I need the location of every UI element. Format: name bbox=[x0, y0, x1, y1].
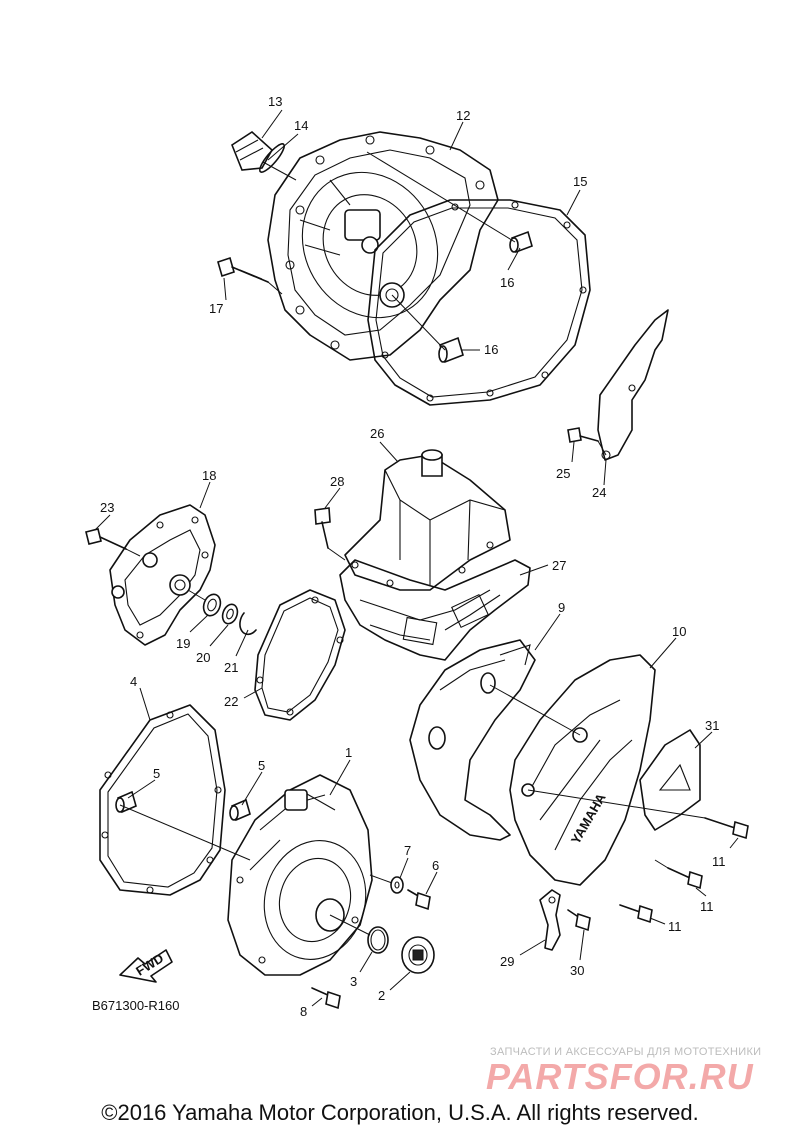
part-9-sprocket-cover-inner bbox=[409, 639, 536, 841]
callout-19: 19 bbox=[176, 636, 190, 651]
forward-arrow-icon: FWD bbox=[119, 949, 173, 983]
callout-4: 4 bbox=[130, 674, 137, 689]
callout-27: 27 bbox=[552, 558, 566, 573]
callout-26: 26 bbox=[370, 426, 384, 441]
copyright-footer: ©2016 Yamaha Motor Corporation, U.S.A. A… bbox=[101, 1100, 699, 1125]
callout-21: 21 bbox=[224, 660, 238, 675]
part-5-dowel-pin-left bbox=[115, 790, 137, 814]
part-31-guard-plate bbox=[639, 729, 701, 831]
callout-11-a: 11 bbox=[712, 854, 726, 869]
part-8-bolt bbox=[311, 987, 341, 1010]
callout-6: 6 bbox=[432, 858, 439, 873]
callout-18: 18 bbox=[202, 468, 216, 483]
part-2-plug bbox=[401, 936, 435, 974]
watermark-logo: PARTSFOR.RU bbox=[486, 1056, 754, 1097]
callout-1: 1 bbox=[345, 745, 352, 760]
callout-20: 20 bbox=[196, 650, 210, 665]
callout-14: 14 bbox=[294, 118, 308, 133]
part-15-clutch-cover-gasket bbox=[367, 199, 591, 406]
part-16-dowel-pin-upper bbox=[509, 230, 533, 254]
part-5-dowel-pin-right bbox=[229, 798, 251, 822]
callout-labels: 13 14 12 15 16 16 17 26 28 27 25 24 18 2… bbox=[94, 94, 739, 1019]
callout-22: 22 bbox=[224, 694, 238, 709]
part-24-bracket-plate bbox=[597, 309, 669, 461]
part-3-o-ring bbox=[367, 926, 389, 954]
fwd-label: FWD bbox=[133, 950, 166, 978]
part-14-o-ring bbox=[259, 143, 285, 173]
part-11-bolt-c bbox=[619, 904, 653, 924]
callout-2: 2 bbox=[378, 988, 385, 1003]
part-11-bolt-b bbox=[667, 867, 703, 890]
part-18-crankcase-cover bbox=[109, 504, 216, 646]
part-16-dowel-pin-lower bbox=[438, 336, 464, 364]
part-12-clutch-cover bbox=[267, 131, 499, 361]
callout-31: 31 bbox=[705, 718, 719, 733]
callout-30: 30 bbox=[570, 963, 584, 978]
callout-13: 13 bbox=[268, 94, 282, 109]
part-1-generator-cover bbox=[227, 774, 373, 976]
part-4-generator-cover-gasket bbox=[99, 704, 226, 896]
cover-yamaha-emblem: YAMAHA bbox=[568, 790, 609, 846]
callout-5-right: 5 bbox=[258, 758, 265, 773]
callout-16-lower: 16 bbox=[484, 342, 498, 357]
part-25-bolt bbox=[567, 427, 599, 443]
part-26-oil-pan-cover bbox=[344, 449, 511, 591]
callout-5-left: 5 bbox=[153, 766, 160, 781]
part-20-washer bbox=[221, 603, 239, 625]
part-27-oil-pan-gasket bbox=[339, 559, 531, 661]
callout-12: 12 bbox=[456, 108, 470, 123]
drawing-code: B671300-R160 bbox=[92, 998, 180, 1013]
callout-24: 24 bbox=[592, 485, 606, 500]
callout-7: 7 bbox=[404, 843, 411, 858]
part-10-sprocket-cover: YAMAHA bbox=[509, 654, 656, 886]
part-19-oil-seal bbox=[202, 593, 222, 617]
callout-15: 15 bbox=[573, 174, 587, 189]
callout-10: 10 bbox=[672, 624, 686, 639]
part-28-bolt bbox=[314, 507, 331, 549]
part-29-bracket bbox=[539, 889, 561, 951]
part-22-gasket bbox=[254, 589, 346, 721]
watermark-caption: ЗАПЧАСТИ И АКСЕССУАРЫ ДЛЯ МОТОТЕХНИКИ bbox=[490, 1046, 762, 1058]
callout-29: 29 bbox=[500, 954, 514, 969]
callout-9: 9 bbox=[558, 600, 565, 615]
callout-17: 17 bbox=[209, 301, 223, 316]
part-11-bolt-a bbox=[704, 817, 749, 840]
callout-3: 3 bbox=[350, 974, 357, 989]
part-6-bolt bbox=[407, 889, 431, 911]
callout-11-b: 11 bbox=[700, 899, 714, 914]
part-7-washer bbox=[390, 876, 404, 894]
callout-11-c: 11 bbox=[668, 919, 682, 934]
callout-16-upper: 16 bbox=[500, 275, 514, 290]
part-23-bolt bbox=[85, 528, 127, 550]
part-21-circlip bbox=[239, 612, 257, 636]
part-13-oil-filler-cap bbox=[231, 130, 274, 171]
part-17-bolt bbox=[217, 256, 269, 283]
callout-25: 25 bbox=[556, 466, 570, 481]
part-30-bolt bbox=[567, 909, 591, 932]
callout-28: 28 bbox=[330, 474, 344, 489]
callout-8: 8 bbox=[300, 1004, 307, 1019]
callout-23: 23 bbox=[100, 500, 114, 515]
